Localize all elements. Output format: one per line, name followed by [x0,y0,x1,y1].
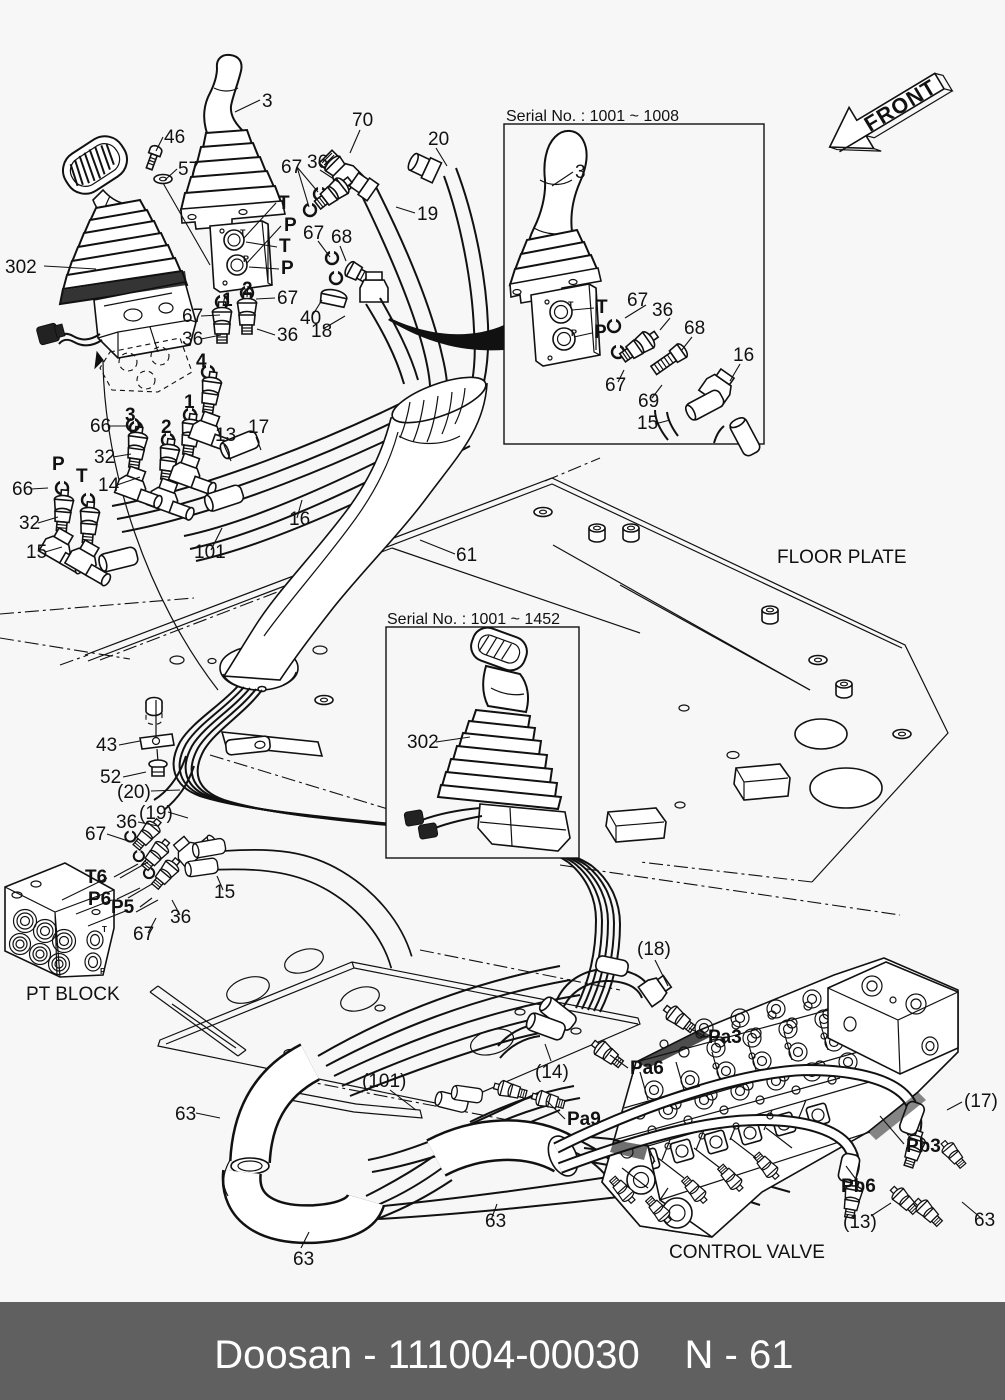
svg-text:2: 2 [161,417,172,438]
svg-text:(13): (13) [843,1212,877,1233]
svg-text:P: P [594,322,607,343]
svg-text:36: 36 [307,152,328,173]
svg-text:302: 302 [5,257,37,278]
svg-text:T: T [102,925,107,934]
svg-text:Pa9: Pa9 [567,1109,601,1130]
svg-text:P: P [281,258,294,279]
svg-text:3: 3 [575,162,586,183]
svg-text:P5: P5 [111,897,135,918]
svg-text:15: 15 [26,542,47,563]
svg-text:68: 68 [331,227,352,248]
svg-text:19: 19 [417,204,438,225]
svg-text:P: P [243,254,249,264]
svg-text:67: 67 [605,375,626,396]
svg-text:67: 67 [281,157,302,178]
svg-text:Pb3: Pb3 [906,1136,941,1157]
svg-text:36: 36 [652,300,673,321]
svg-text:43: 43 [96,735,117,756]
svg-text:Pb6: Pb6 [841,1176,876,1197]
svg-text:T: T [596,297,608,318]
svg-text:18: 18 [311,321,332,342]
svg-text:T: T [279,236,291,257]
svg-text:Pa3: Pa3 [708,1027,742,1048]
svg-text:36: 36 [182,329,203,350]
svg-text:PT BLOCK: PT BLOCK [26,984,120,1005]
svg-text:16: 16 [733,345,754,366]
svg-text:T: T [278,193,290,214]
svg-text:4: 4 [196,351,207,372]
svg-text:63: 63 [485,1211,506,1232]
svg-text:P: P [100,967,106,976]
svg-text:FLOOR PLATE: FLOOR PLATE [777,547,907,568]
svg-text:15: 15 [214,882,235,903]
svg-text:101: 101 [194,542,226,563]
svg-text:52: 52 [100,767,121,788]
svg-text:N - 61: N - 61 [685,1333,794,1377]
svg-text:14: 14 [98,475,120,496]
svg-text:67: 67 [182,306,203,327]
svg-text:P: P [284,215,297,236]
svg-text:Pa6: Pa6 [630,1058,664,1079]
svg-text:70: 70 [352,110,373,131]
svg-text:32: 32 [94,447,115,468]
svg-text:32: 32 [19,513,40,534]
svg-text:Doosan - 111004-00030: Doosan - 111004-00030 [214,1333,640,1377]
svg-text:68: 68 [684,318,705,339]
svg-text:T: T [568,300,574,310]
svg-text:36: 36 [277,325,298,346]
svg-text:17: 17 [248,417,269,438]
svg-text:T: T [76,466,88,487]
svg-text:40: 40 [300,308,321,329]
svg-text:(20): (20) [117,782,151,803]
svg-text:61: 61 [456,545,477,566]
svg-text:66: 66 [90,416,111,437]
svg-text:T: T [240,228,246,238]
svg-text:15: 15 [637,413,658,434]
svg-text:67: 67 [133,924,154,945]
svg-text:13: 13 [215,425,236,446]
svg-text:P: P [52,454,65,475]
svg-text:3: 3 [125,405,136,426]
svg-text:67: 67 [85,824,106,845]
svg-text:CONTROL VALVE: CONTROL VALVE [669,1242,825,1263]
svg-text:Serial No. : 1001 ~ 1008: Serial No. : 1001 ~ 1008 [506,108,679,125]
svg-text:67: 67 [303,223,324,244]
svg-text:(101): (101) [362,1071,406,1092]
svg-text:(14): (14) [535,1062,569,1083]
svg-text:57: 57 [178,159,199,180]
svg-text:63: 63 [974,1210,995,1231]
svg-text:67: 67 [277,288,298,309]
svg-text:Serial No. : 1001 ~ 1452: Serial No. : 1001 ~ 1452 [387,611,560,628]
svg-text:67: 67 [627,290,648,311]
svg-text:(18): (18) [637,939,671,960]
svg-text:63: 63 [175,1104,196,1125]
svg-text:66: 66 [12,479,33,500]
svg-text:63: 63 [293,1249,314,1270]
svg-text:20: 20 [428,129,449,150]
svg-text:302: 302 [407,732,439,753]
svg-text:36: 36 [170,907,191,928]
svg-text:(17): (17) [964,1091,998,1112]
svg-text:69: 69 [638,391,659,412]
svg-text:P: P [571,328,577,338]
svg-text:P6: P6 [88,889,111,910]
svg-text:1: 1 [184,392,195,413]
svg-text:(19): (19) [139,803,173,824]
svg-text:16: 16 [289,509,310,530]
svg-text:36: 36 [116,812,137,833]
svg-text:3: 3 [262,91,273,112]
svg-text:46: 46 [164,127,185,148]
svg-text:1: 1 [222,290,233,311]
svg-text:T6: T6 [85,867,107,888]
svg-text:2: 2 [242,279,253,300]
